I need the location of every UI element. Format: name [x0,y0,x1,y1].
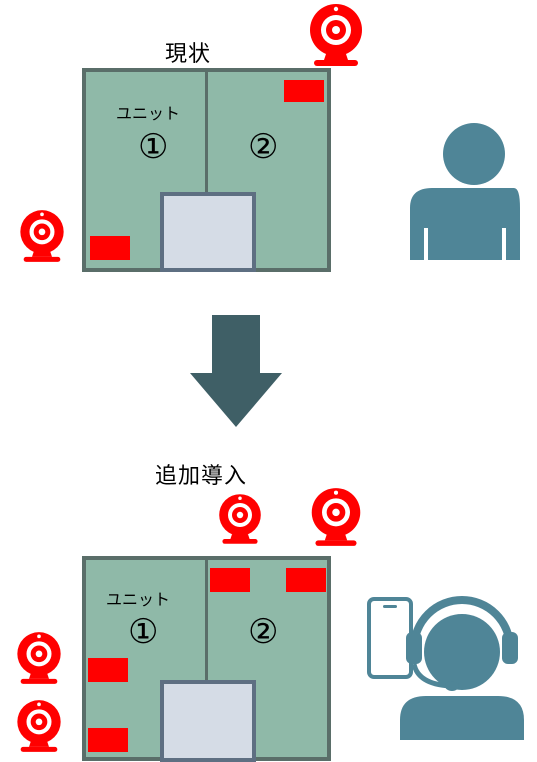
unit-1-number: ① [138,127,169,167]
current-floor-plan: ユニット ① ② [82,68,331,272]
added-floor-plan: ユニット ① ② [82,556,331,762]
sensor-marker [90,236,130,260]
sensor-marker [286,568,326,592]
webcam-icon [216,486,264,552]
webcam-icon [17,205,67,267]
sensor-marker [88,658,128,682]
sensor-marker [210,568,250,592]
unit-divider [205,560,208,684]
current-title: 現状 [165,42,212,67]
webcam-icon [308,484,364,550]
unit-label: ユニット [116,104,181,123]
person-icon [410,123,520,260]
down-arrow-icon [190,315,282,427]
unit-2-number: ② [248,612,279,652]
sensor-marker [284,80,324,102]
unit-divider [205,72,208,196]
unit-1-number: ① [128,612,159,652]
unit-2-number: ② [248,127,279,167]
sensor-marker [88,728,128,752]
added-title: 追加導入 [155,464,248,489]
common-room [160,680,256,762]
common-room [160,192,256,272]
webcam-icon [14,628,64,688]
webcam-icon [14,695,64,757]
unit-label: ユニット [106,590,171,609]
headset-operator-icon [400,596,524,740]
webcam-icon [306,4,366,66]
